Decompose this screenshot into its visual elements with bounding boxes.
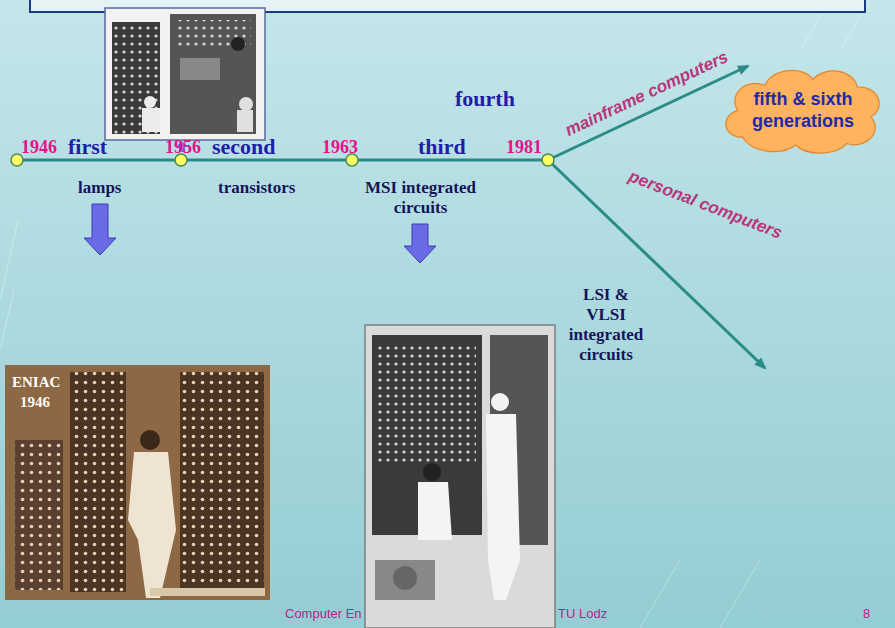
branch-label: mainframe computers xyxy=(562,47,731,141)
year-label: 1981 xyxy=(506,137,542,158)
technology-label: LSI & VLSI integrated circuits xyxy=(564,285,648,365)
eniac-photo xyxy=(5,365,270,600)
transistor-computer-photo xyxy=(105,8,265,140)
technology-label: transistors xyxy=(218,178,295,198)
cloud-text: fifth & sixth generations xyxy=(738,89,868,132)
cloud-shape: fifth & sixth generations xyxy=(717,62,888,156)
technology-label: lamps xyxy=(78,178,121,198)
technology-label: MSI integrated circuits xyxy=(358,178,483,218)
photo-caption: 1946 xyxy=(20,394,50,411)
generation-label: first xyxy=(68,134,107,160)
footer-text: Computer En xyxy=(285,606,362,621)
year-label: 1946 xyxy=(21,137,57,158)
year-label: 1956 xyxy=(165,137,201,158)
footer-text: TU Lodz xyxy=(558,606,607,621)
branch-label: personal computers xyxy=(626,167,785,244)
generation-label: second xyxy=(212,134,276,160)
generation-label: fourth xyxy=(455,86,515,112)
page-number: 8 xyxy=(863,606,870,621)
photo-caption: ENIAC xyxy=(12,374,60,391)
year-label: 1963 xyxy=(322,137,358,158)
generation-label: third xyxy=(418,134,466,160)
branch-arrow xyxy=(548,66,748,160)
ic-computer-photo xyxy=(365,325,555,628)
pointer-arrow xyxy=(84,204,116,255)
pointer-arrow xyxy=(404,224,436,263)
